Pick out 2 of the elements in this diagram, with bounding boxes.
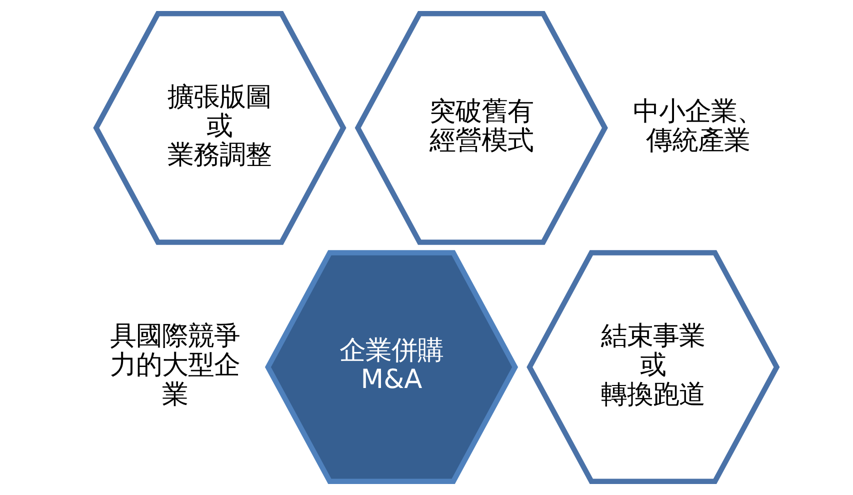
label: 中小企業、傳統產業 (632, 96, 763, 156)
label: 具國際競爭力的大型企業 (109, 320, 240, 410)
